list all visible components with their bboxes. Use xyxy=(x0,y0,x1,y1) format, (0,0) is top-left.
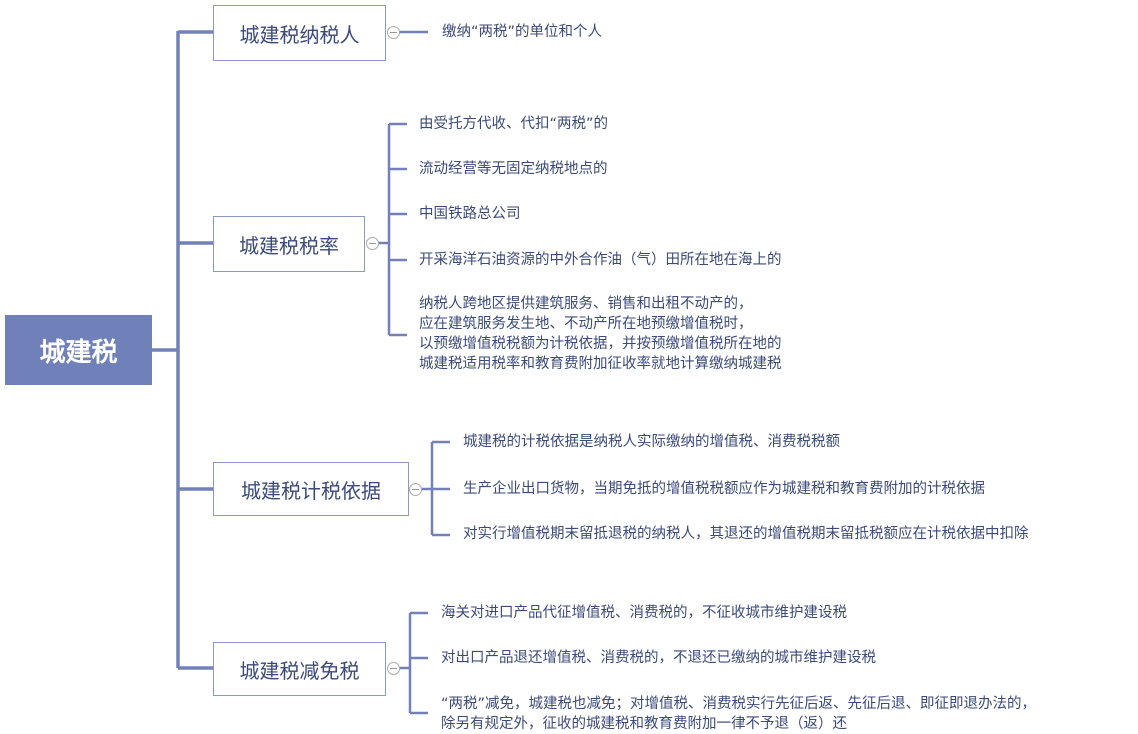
branch-tax-relief[interactable]: 城建税减免税 xyxy=(213,642,386,696)
leaf-item: 开采海洋石油资源的中外合作油（气）田所在地在海上的 xyxy=(419,252,782,268)
collapse-icon[interactable] xyxy=(387,662,400,675)
leaf-item: “两税”减免，城建税也减免；对增值税、消费税实行先征后返、先征后退、即征即退办法… xyxy=(441,696,1037,732)
leaf-item: 由受托方代收、代扣“两税”的 xyxy=(419,116,609,132)
leaf-item: 对出口产品退还增值税、消费税的，不退还已缴纳的城市维护建设税 xyxy=(441,650,876,666)
leaf-item: 海关对进口产品代征增值税、消费税的，不征收城市维护建设税 xyxy=(441,605,847,621)
branch-tax-basis[interactable]: 城建税计税依据 xyxy=(213,462,409,516)
leaf-item: 城建税的计税依据是纳税人实际缴纳的增值税、消费税税额 xyxy=(463,434,840,450)
leaf-item: 缴纳“两税”的单位和个人 xyxy=(442,24,603,40)
collapse-icon[interactable] xyxy=(366,237,379,250)
leaf-item: 流动经营等无固定纳税地点的 xyxy=(419,161,608,177)
collapse-icon[interactable] xyxy=(409,483,422,496)
leaf-item: 纳税人跨地区提供建筑服务、销售和出租不动产的， 应在建筑服务发生地、不动产所在地… xyxy=(419,296,782,372)
root-node[interactable]: 城建税 xyxy=(5,315,152,385)
leaf-item: 中国铁路总公司 xyxy=(419,206,521,222)
branch-tax-rate[interactable]: 城建税税率 xyxy=(213,216,365,272)
leaf-item: 生产企业出口货物，当期免抵的增值税税额应作为城建税和教育费附加的计税依据 xyxy=(463,481,985,497)
branch-taxpayer[interactable]: 城建税纳税人 xyxy=(213,5,386,61)
leaf-item: 对实行增值税期末留抵退税的纳税人，其退还的增值税期末留抵税额应在计税依据中扣除 xyxy=(463,526,1029,542)
collapse-icon[interactable] xyxy=(387,26,400,39)
